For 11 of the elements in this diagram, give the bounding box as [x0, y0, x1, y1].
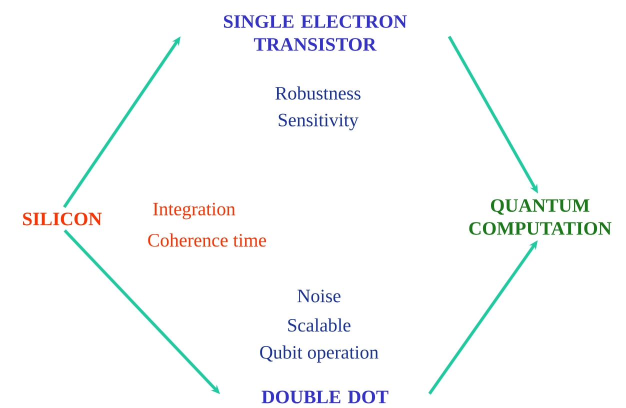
text-label: Sensitivity: [278, 114, 358, 130]
node-label: QUANTUM COMPUTATION: [469, 199, 612, 235]
node-label: SINGLE ELECTRON TRANSISTOR: [224, 15, 407, 51]
text-label: Integration: [153, 202, 236, 220]
text-label: Qubit operation: [260, 345, 378, 363]
text-label: Noise: [297, 290, 340, 302]
node-label: DOUBLE DOT: [262, 390, 388, 404]
text-label: Robustness: [275, 86, 360, 100]
text-label: Scalable: [288, 318, 350, 332]
node-label: SILICON: [23, 212, 102, 226]
text-label: Coherence time: [148, 233, 266, 247]
